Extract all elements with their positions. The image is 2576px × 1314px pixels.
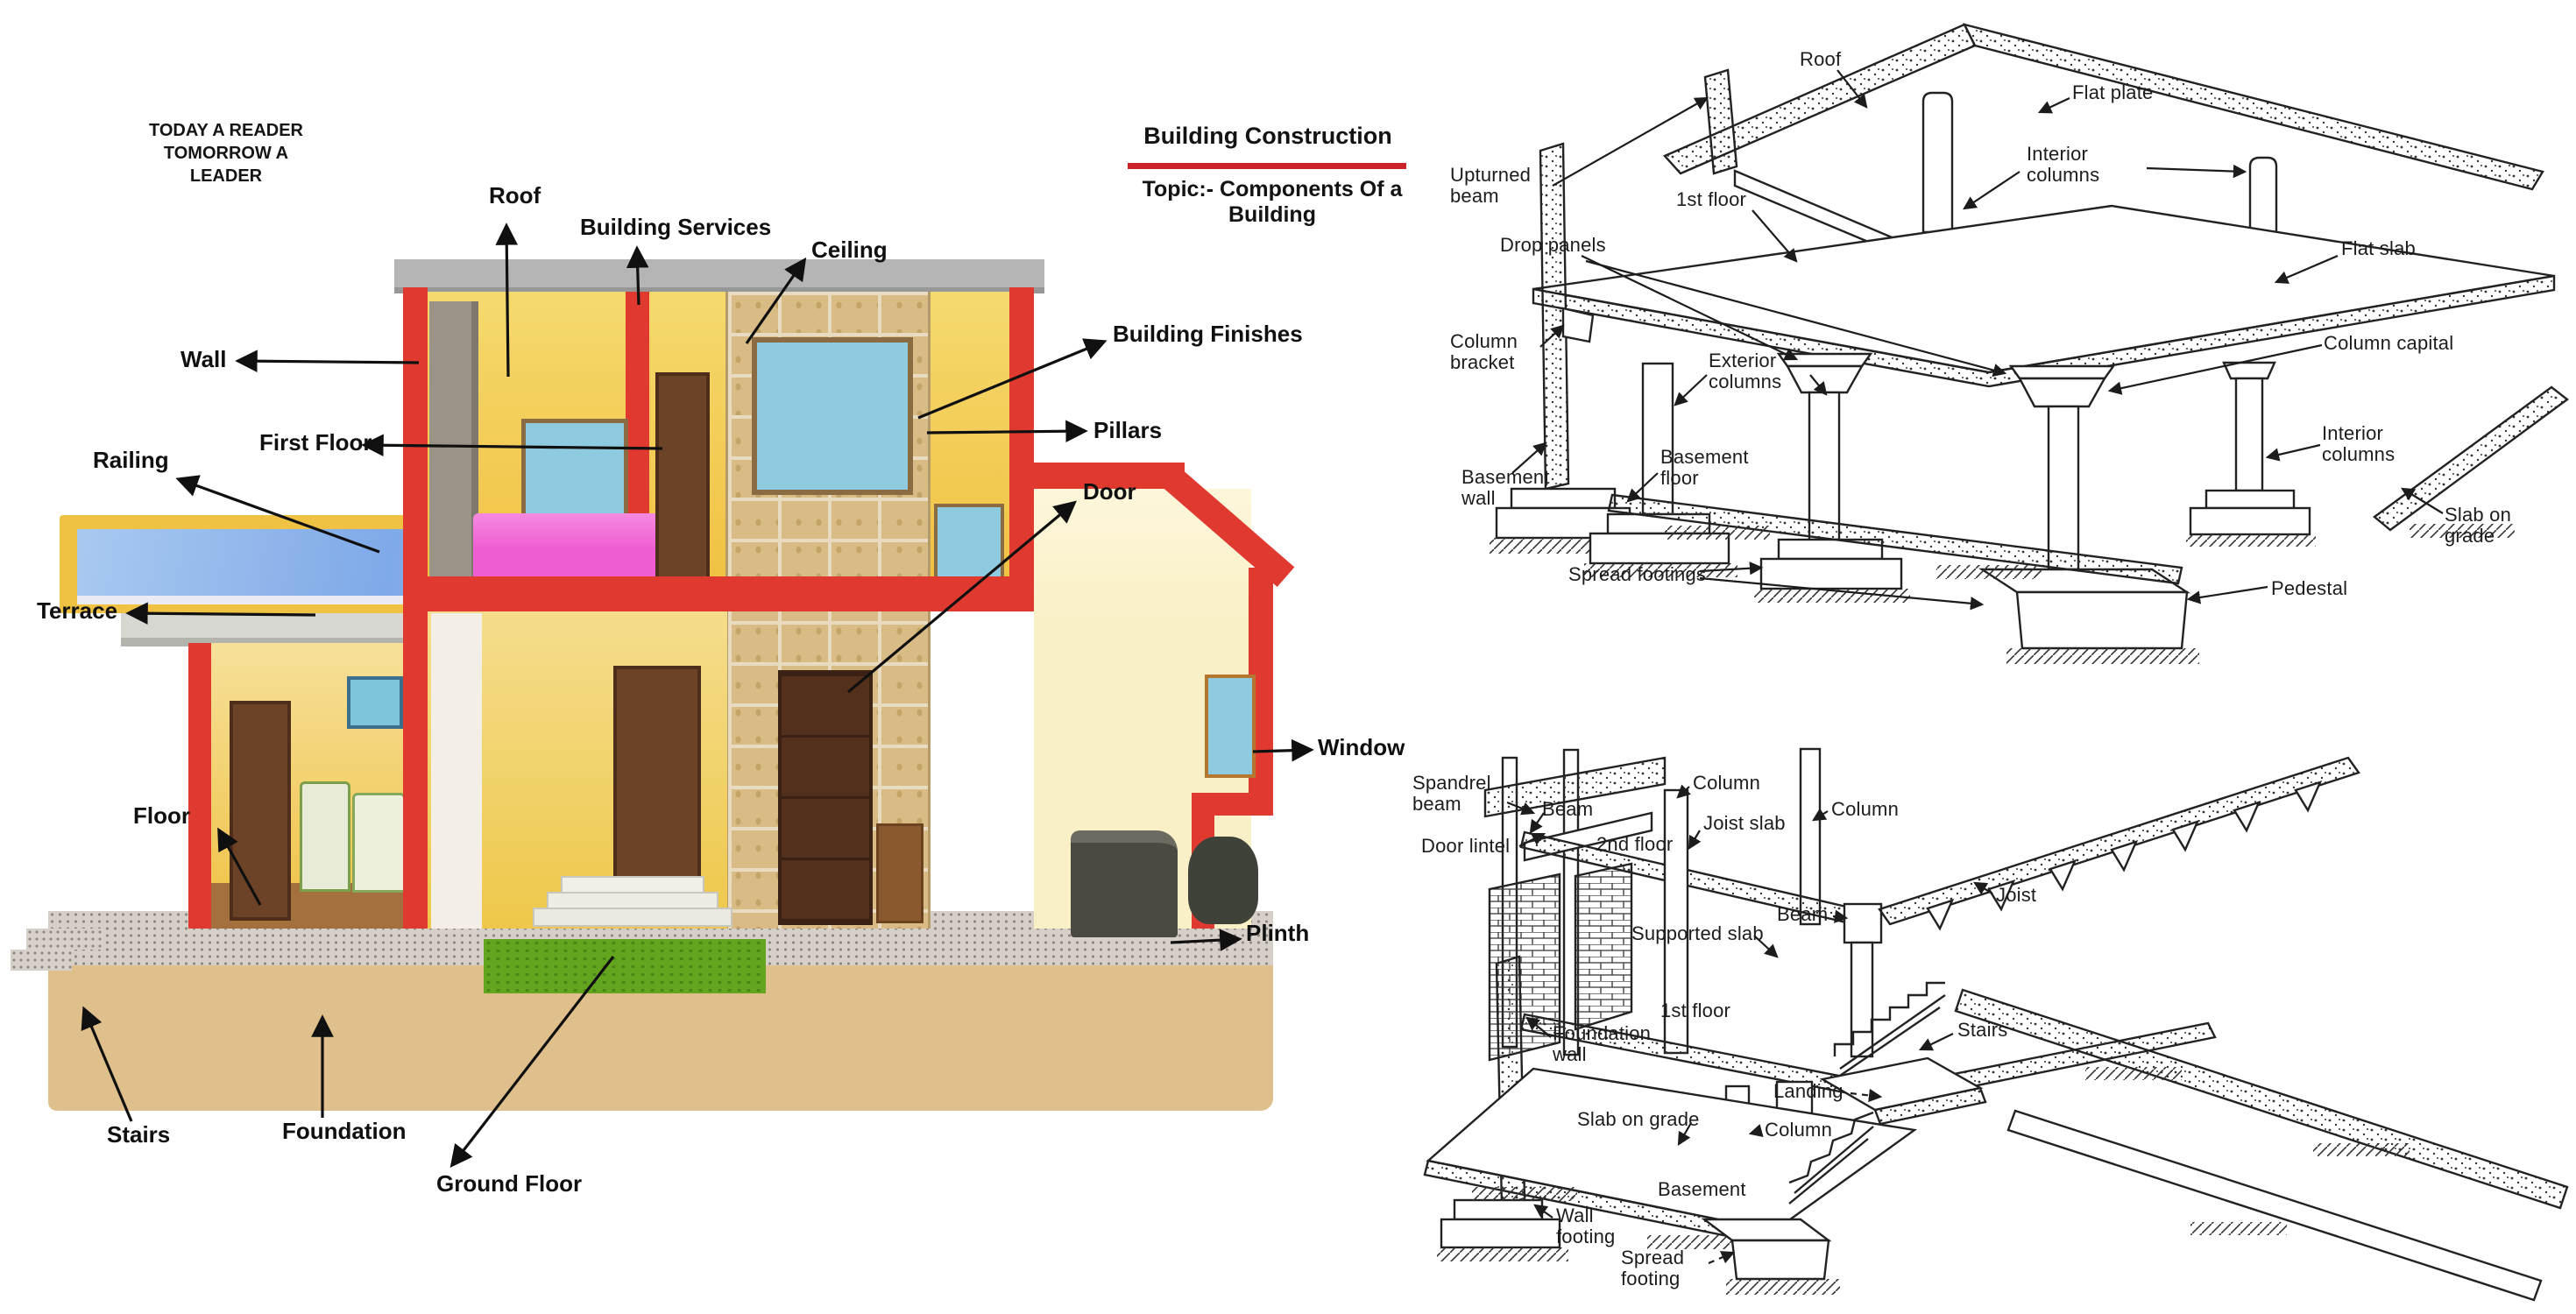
fr-label-beam-upper: Beam: [1542, 798, 1594, 820]
sofa: [1071, 830, 1178, 937]
right-window: [1205, 675, 1256, 778]
page-title: Building Construction: [1143, 123, 1392, 149]
dining-table: [876, 823, 924, 923]
motto-line-1: TODAY A READER: [149, 121, 303, 140]
fr-label-supported-slab: Supported slab: [1631, 922, 1764, 944]
label-window: Window: [1318, 734, 1405, 760]
fp-label-1st-floor: 1st floor: [1676, 188, 1747, 210]
fp-label-exterior-columns: Exterior columns: [1709, 350, 1782, 392]
fr-label-column-mid: Column: [1765, 1119, 1833, 1141]
fp-label-slab-on-grade: Slab on grade: [2445, 504, 2512, 547]
fp-label-column-bracket: Column bracket: [1450, 330, 1518, 373]
main-left-red-wall: [403, 287, 428, 929]
fr-label-wall-footing: Wall footing: [1556, 1204, 1616, 1247]
fp-label-basement-wall: Basement wall: [1461, 466, 1550, 509]
wall-picture: [347, 676, 403, 729]
label-building-services: Building Services: [580, 214, 772, 240]
upper-door: [655, 372, 710, 584]
lower-left-door: [230, 701, 291, 921]
label-stairs: Stairs: [107, 1121, 171, 1148]
framing-diagram: Spandrel beam Door lintel Beam 2nd floor…: [1402, 675, 2576, 1314]
label-ceiling: Ceiling: [811, 237, 888, 263]
entry-step-3: [533, 908, 732, 927]
label-railing: Railing: [93, 447, 169, 473]
label-building-finishes: Building Finishes: [1113, 321, 1303, 347]
fr-label-spandrel-beam: Spandrel beam: [1412, 772, 1491, 815]
title-underline: [1128, 163, 1406, 169]
chair-1: [300, 781, 350, 892]
roof-slab: [394, 259, 1044, 293]
grass-patch: [484, 939, 766, 993]
label-pillars: Pillars: [1093, 417, 1163, 443]
motto-line-2: TOMORROW A LEADER: [163, 144, 289, 186]
fp-label-roof: Roof: [1800, 48, 1842, 70]
terrace-railing-glass-bottom: [77, 596, 592, 604]
label-wall: Wall: [180, 346, 227, 372]
fp-label-drop-panels: Drop panels: [1500, 234, 1606, 256]
fr-label-column-right: Column: [1831, 798, 1900, 820]
label-first-floor: First Floor: [259, 429, 372, 456]
fr-label-slab-on-grade: Slab on grade: [1577, 1108, 1700, 1130]
stone-window: [752, 337, 913, 495]
label-roof: Roof: [489, 182, 541, 208]
fr-label-spread-footing: Spread footing: [1621, 1247, 1685, 1289]
ground-stairs-step-2: [11, 950, 72, 971]
house-illustration: Roof Building Services Ceiling Wall Firs…: [11, 182, 1405, 1197]
fr-label-joist-slab: Joist slab: [1703, 812, 1786, 834]
fp-label-basement-floor: Basement floor: [1660, 446, 1749, 489]
fp-label-flat-slab: Flat slab: [2341, 237, 2416, 259]
chair-2: [352, 793, 406, 893]
planter: [1188, 837, 1258, 924]
fp-label-spread-footings: Spread footings: [1568, 563, 1707, 585]
flat-plate-diagram: Roof Flat plate Upturned beam 1st floor …: [1446, 0, 2576, 670]
stone-door: [778, 670, 873, 925]
lower-left-red-wall: [188, 643, 211, 929]
main-right-red-wall: [1009, 287, 1034, 580]
terrace-slab-underside: [121, 638, 613, 646]
fr-label-beam-lower: Beam: [1777, 903, 1829, 925]
label-floor: Floor: [133, 802, 190, 829]
fr-label-landing: Landing: [1773, 1080, 1844, 1102]
stair-wall-white: [431, 613, 482, 929]
label-terrace: Terrace: [37, 597, 118, 624]
fp-label-upturned-beam: Upturned beam: [1450, 164, 1532, 207]
fp-label-pedestal: Pedestal: [2271, 577, 2348, 599]
house-callout-arrows: [81, 223, 1314, 1169]
fp-label-flat-plate: Flat plate: [2072, 81, 2154, 103]
fr-label-1st-floor: 1st floor: [1660, 1000, 1731, 1021]
flat-plate-linework: [1490, 23, 2569, 664]
fr-label-joist: Joist: [1996, 884, 2037, 906]
fr-label-stairs: Stairs: [1957, 1019, 2008, 1041]
first-floor-slab: [403, 576, 1034, 611]
label-ground-floor: Ground Floor: [436, 1170, 583, 1197]
framing-linework: [1423, 747, 2569, 1302]
fp-label-interior-columns-upper: Interior columns: [2027, 143, 2100, 186]
interior-pillar: [429, 301, 478, 579]
fp-label-interior-columns-lower: Interior columns: [2322, 422, 2396, 465]
label-plinth: Plinth: [1246, 920, 1310, 946]
motto: TODAY A READER TOMORROW A LEADER: [130, 119, 322, 187]
fr-label-basement: Basement: [1658, 1178, 1746, 1200]
fr-label-door-lintel: Door lintel: [1421, 835, 1511, 857]
fr-label-column-top: Column: [1693, 772, 1761, 794]
right-room-notch-red: [1192, 793, 1273, 816]
fp-label-column-capital: Column capital: [2324, 332, 2454, 354]
fr-label-foundation-wall: Foundation wall: [1553, 1022, 1652, 1065]
fr-label-2nd-floor: 2nd floor: [1596, 833, 1674, 855]
label-door: Door: [1083, 478, 1136, 505]
ground-stairs-step-1: [26, 929, 105, 950]
label-foundation: Foundation: [282, 1118, 407, 1144]
page-subtitle: Topic:- Components Of a Building: [1142, 177, 1403, 227]
